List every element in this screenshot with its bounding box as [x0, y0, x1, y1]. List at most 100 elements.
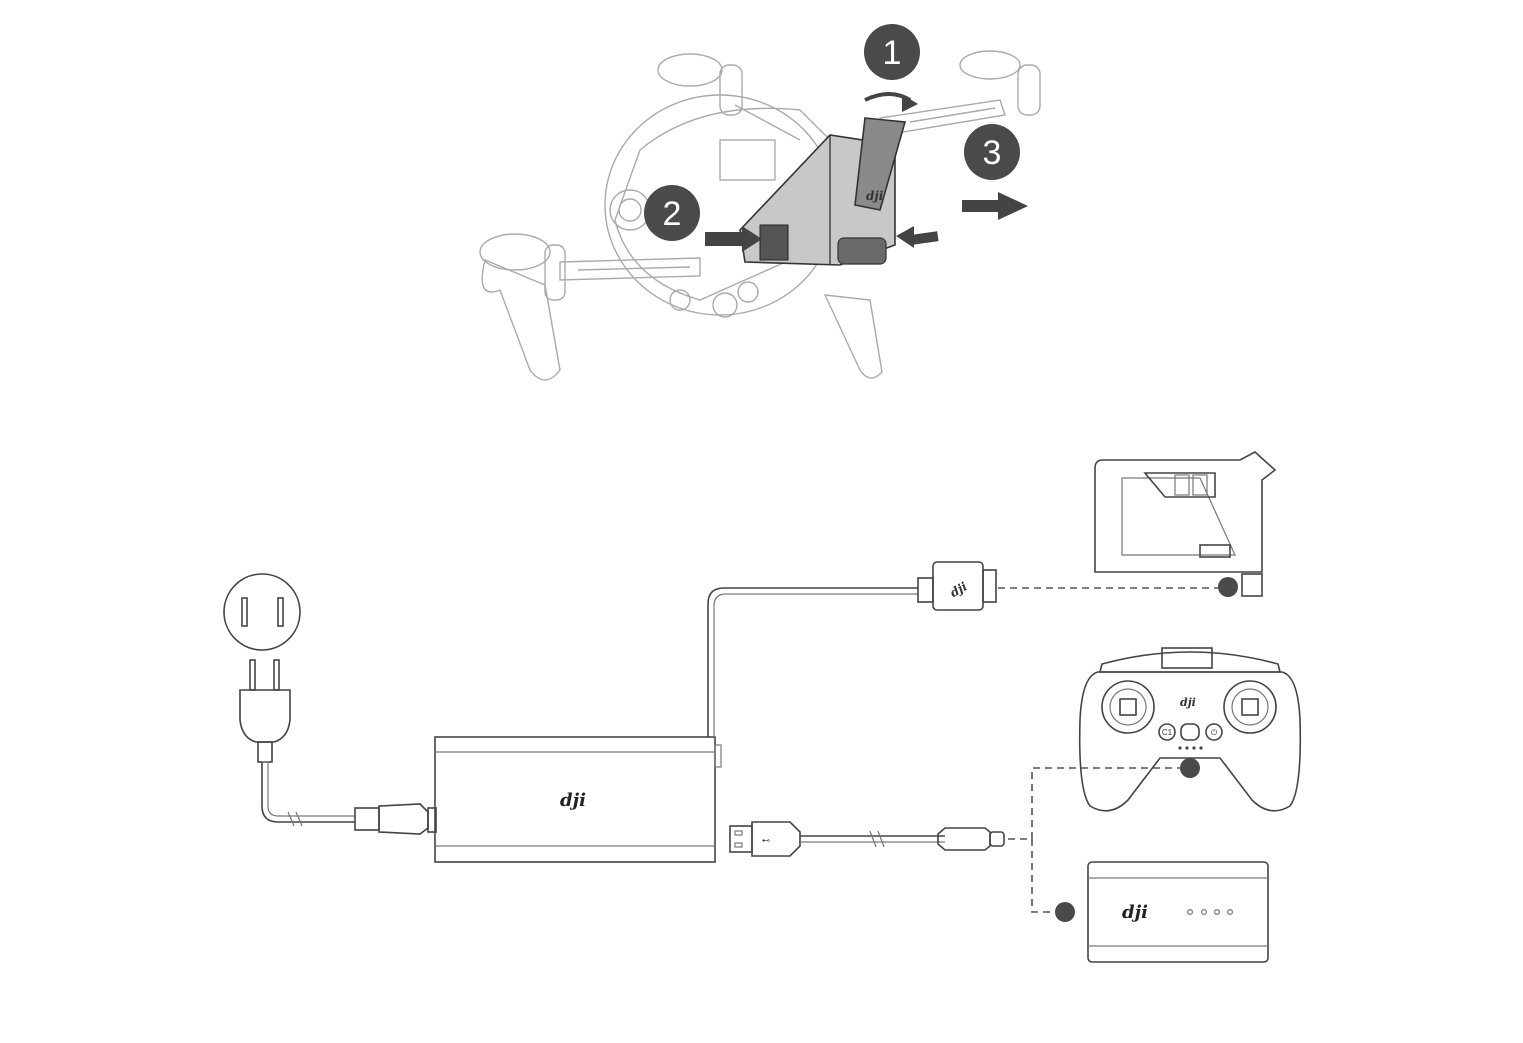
usb-cable-break — [869, 830, 885, 848]
step-badge-1: 1 — [864, 24, 920, 80]
flight-battery-grip-slot — [1192, 474, 1208, 496]
rc-top-bumper — [1098, 651, 1282, 673]
battery-latch — [854, 117, 907, 211]
battery-port-dot — [1218, 577, 1238, 597]
rc-battery-led — [1192, 746, 1196, 750]
rc-antenna-bar — [1161, 647, 1213, 669]
ac-power-plug — [239, 659, 291, 763]
drone-propeller-rear-right — [959, 50, 1021, 80]
ac-cable-connector — [354, 803, 437, 835]
goggles-battery-connection-dashed-line — [1031, 839, 1055, 913]
rc-battery-led — [1185, 746, 1189, 750]
rc-c1-button[interactable] — [1158, 723, 1176, 741]
outlet-slot-left — [241, 597, 248, 627]
power-icon: ⏻ — [1211, 728, 1218, 737]
rc-left-stick-inner — [1109, 688, 1147, 726]
usb-a-pin — [734, 830, 743, 836]
usb-a-plug — [729, 825, 753, 853]
drone-sensor — [737, 281, 759, 303]
drone-leg-front-right — [823, 294, 883, 379]
drone-camera-lens — [618, 198, 642, 222]
drone-sensor — [712, 292, 738, 318]
goggles-battery: dji — [1087, 861, 1269, 963]
push-arrow-right-head — [896, 226, 914, 248]
flight-battery-body — [1094, 451, 1277, 573]
connector-body — [378, 803, 429, 835]
pull-arrow-shaft — [962, 200, 1002, 212]
goggles-battery-port-dot — [1055, 902, 1075, 922]
rc-right-stick[interactable] — [1241, 698, 1259, 716]
flight-battery-grip-slot — [1174, 474, 1190, 496]
drone-arm-rear-left — [734, 104, 801, 141]
step-badge-3: 3 — [964, 124, 1020, 180]
outlet-slot-right — [277, 597, 284, 627]
rc-battery-led — [1199, 746, 1203, 750]
flight-battery-panel — [1121, 477, 1236, 556]
step-badge-circle — [964, 124, 1020, 180]
plug-prong-right — [273, 659, 280, 691]
drone-motor-rear-right — [1017, 64, 1041, 116]
flight-battery-grip — [1143, 472, 1216, 498]
rotate-arrow-head — [902, 94, 918, 112]
pull-arrow-head — [998, 192, 1028, 220]
rc-logo: dji — [1180, 696, 1196, 709]
connector-sleeve — [354, 807, 380, 831]
rc-c1-label: C1 — [1162, 728, 1173, 737]
battery-button — [837, 237, 887, 265]
drone-arm-front-left — [559, 257, 701, 281]
rc-left-stick[interactable] — [1119, 698, 1137, 716]
usb-a-pin — [734, 842, 743, 848]
drone-motor-rear-left — [719, 64, 743, 116]
rc-battery-led — [1178, 746, 1182, 750]
goggles-battery-body — [1087, 861, 1269, 963]
ac-cable-break — [287, 811, 303, 827]
outlet-face — [223, 573, 301, 651]
plug-prong-left — [249, 659, 256, 691]
drone-sensor — [669, 289, 691, 311]
connector-plug — [982, 569, 997, 603]
push-arrow-left-head — [742, 226, 762, 252]
drone-motor-front-left — [544, 244, 566, 301]
remote-connection-dashed-line — [1008, 767, 1180, 840]
step-badge-circle — [644, 185, 700, 241]
rc-right-stick-inner — [1231, 688, 1269, 726]
goggles-battery-led — [1200, 908, 1207, 915]
step-number-3: 3 — [983, 134, 1002, 172]
push-arrow-left-shaft — [705, 232, 745, 246]
ac-cable — [261, 762, 355, 823]
wall-outlet — [223, 573, 301, 651]
connector-logo: dji — [948, 579, 970, 600]
battery-cable-connector: dji — [917, 561, 997, 611]
plug-head — [239, 689, 291, 743]
drone-illustration — [479, 50, 1041, 381]
step-number-1: 1 — [883, 34, 902, 72]
hub-battery-port — [714, 744, 722, 768]
battery-grip-left — [759, 224, 789, 261]
drone-camera — [609, 189, 651, 231]
connector-collar — [917, 577, 934, 603]
rc-right-stick-ring — [1223, 680, 1277, 734]
rc-body — [1078, 671, 1302, 812]
plug-strain-relief — [257, 741, 273, 763]
battery-charging-cable-edge — [713, 593, 918, 737]
drone-arm-slot-right — [909, 107, 996, 123]
connector-tip — [427, 807, 437, 833]
flight-battery-port — [1241, 573, 1263, 597]
usb-icon: ⊷ — [762, 836, 770, 845]
charging-hub: dji — [434, 736, 722, 863]
battery-charging-cable — [707, 587, 918, 737]
usb-c-plug — [989, 831, 1005, 847]
rc-mode-switch[interactable] — [1180, 723, 1200, 741]
usb-c-connector — [937, 827, 1005, 851]
push-arrow-right-shaft — [911, 231, 939, 245]
rc-left-stick-ring — [1101, 680, 1155, 734]
goggles-battery-led — [1213, 908, 1220, 915]
step-number-2: 2 — [663, 195, 682, 233]
rc-power-button[interactable] — [1205, 723, 1223, 741]
remote-port-dot — [1180, 758, 1200, 778]
flight-battery-led-window — [1199, 544, 1231, 558]
battery-logo: dji — [866, 189, 884, 203]
drone-leg-front-left — [481, 259, 561, 381]
